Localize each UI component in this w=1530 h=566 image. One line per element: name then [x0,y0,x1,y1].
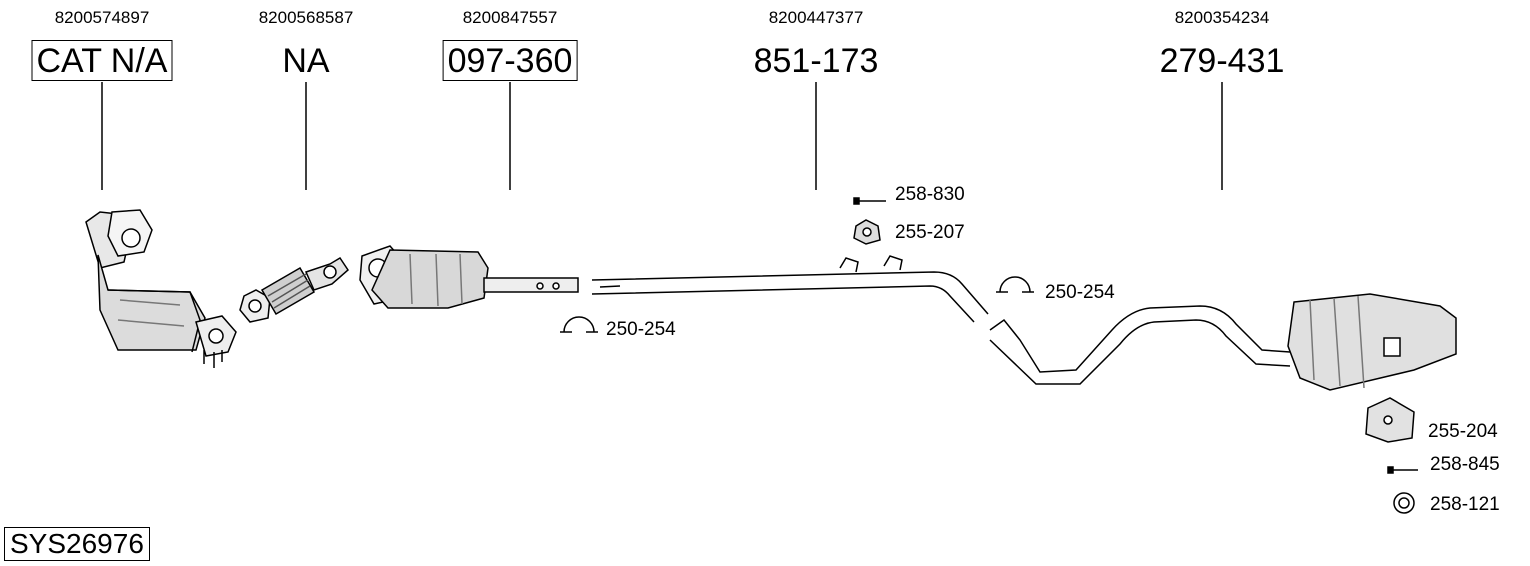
bracket-icon [1365,397,1415,443]
system-code: SYS26976 [4,527,150,561]
oem-number: 8200447377 [768,8,864,27]
oem-number: 8200574897 [54,8,150,27]
flex-pipe [239,256,349,323]
bolt-icon [1387,466,1418,474]
accessory-label[interactable]: 258-121 [1430,494,1500,515]
part-number[interactable]: 851-173 [753,42,879,80]
part-number[interactable]: 097-360 [442,40,578,81]
part-number[interactable]: 279-431 [1159,42,1285,80]
accessory-label[interactable]: 255-204 [1428,421,1498,442]
oem-number: 8200354234 [1174,8,1270,27]
accessory-label[interactable]: 258-845 [1430,454,1500,475]
oem-number: 8200568587 [258,8,354,27]
clamp-icon [560,316,598,333]
rear-silencer [989,293,1457,391]
accessory-label[interactable]: 250-254 [1045,282,1115,303]
part-number[interactable]: CAT N/A [31,40,173,81]
rubber-mount-icon [853,219,881,245]
accessory-label[interactable]: 250-254 [606,319,676,340]
accessory-label[interactable]: 255-207 [895,222,965,243]
clamp-icon [996,276,1034,293]
catalytic-converter [85,209,237,368]
accessory-label[interactable]: 258-830 [895,184,965,205]
gasket-ring-icon [1393,492,1415,514]
particulate-filter [359,245,579,309]
oem-number: 8200847557 [462,8,558,27]
bolt-icon [853,197,886,205]
intermediate-pipe [591,255,989,323]
part-number[interactable]: NA [282,42,330,80]
